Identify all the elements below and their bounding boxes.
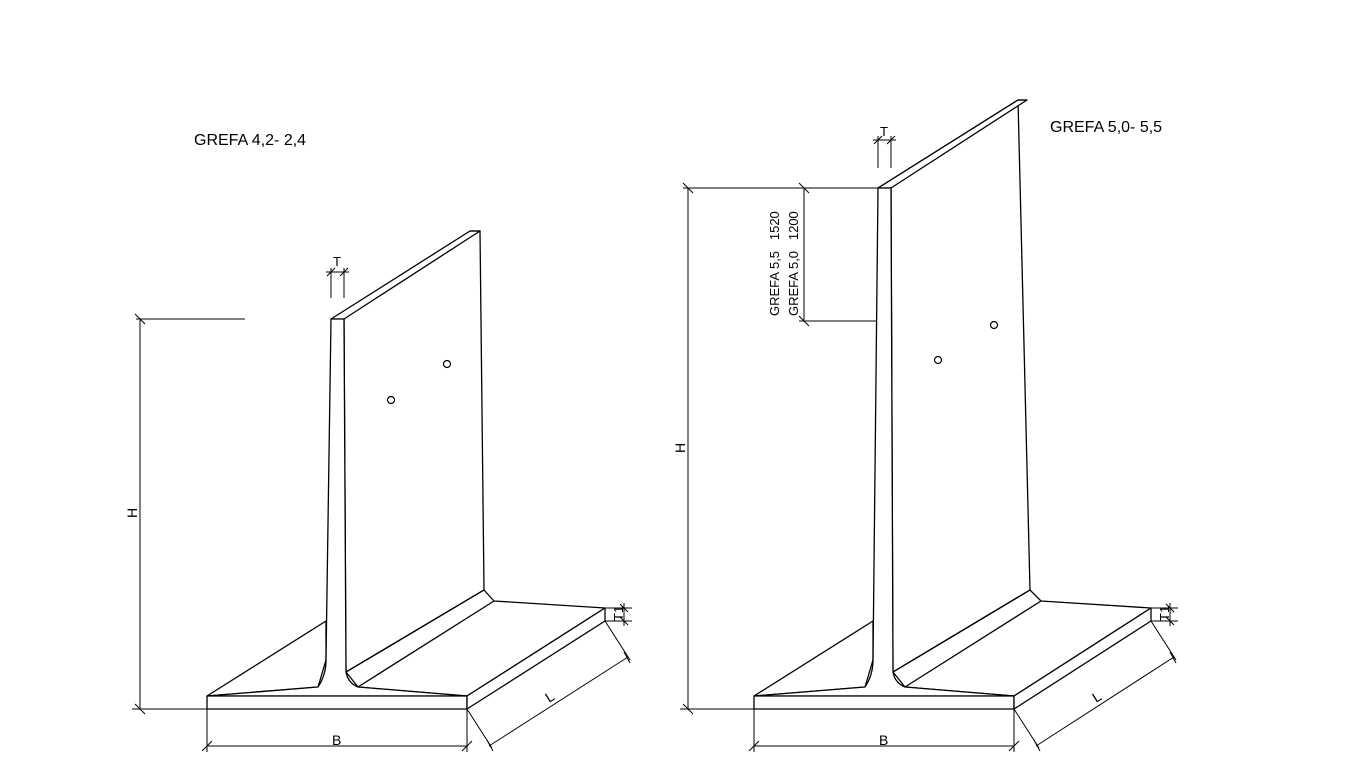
- left-dim-h: H: [124, 313, 245, 715]
- right-element: GREFA 5,0- 5,5 H: [672, 99, 1178, 752]
- right-note-grefa-55: GREFA 5,5 1520: [767, 211, 782, 316]
- left-base-front: [206, 695, 468, 710]
- right-dim-b: B: [748, 709, 1020, 752]
- right-dim-t-label: T: [880, 124, 888, 139]
- right-lifting-hole-1: [989, 320, 999, 330]
- right-wall-stem: [753, 187, 1015, 697]
- left-dim-b-label: B: [332, 732, 341, 748]
- left-dim-t1: T1: [605, 603, 632, 626]
- left-dim-t: T: [326, 254, 349, 298]
- right-dim-t: T: [873, 124, 896, 168]
- right-base-front: [753, 695, 1015, 710]
- left-dim-b: B: [201, 709, 473, 752]
- right-lifting-hole-2: [933, 355, 943, 365]
- right-dim-t1: T1: [1151, 603, 1178, 626]
- left-dim-t-label: T: [333, 254, 341, 269]
- right-hole-height-dim: GREFA 5,5 1520 GREFA 5,0 1200: [767, 182, 876, 327]
- right-dim-h: H: [672, 182, 878, 715]
- left-title: GREFA 4,2- 2,4: [194, 132, 306, 149]
- right-wall-face: [877, 99, 1031, 673]
- right-dim-t1-label: T1: [1157, 606, 1172, 621]
- left-base-front-left: [206, 620, 327, 697]
- right-dim-h-label: H: [672, 443, 688, 453]
- left-wall-stem: [206, 318, 468, 697]
- left-dim-t1-label: T1: [611, 606, 626, 621]
- right-dim-b-label: B: [879, 732, 888, 748]
- left-element: GREFA 4,2- 2,4 H: [124, 132, 632, 752]
- right-title: GREFA 5,0- 5,5: [1050, 119, 1162, 136]
- left-dim-h-label: H: [124, 508, 140, 518]
- right-note-grefa-50: GREFA 5,0 1200: [786, 211, 801, 316]
- left-lifting-hole-1: [442, 359, 452, 369]
- right-base-front-left: [753, 620, 874, 697]
- left-dim-l-label: L: [542, 688, 557, 706]
- left-lifting-hole-2: [386, 395, 396, 405]
